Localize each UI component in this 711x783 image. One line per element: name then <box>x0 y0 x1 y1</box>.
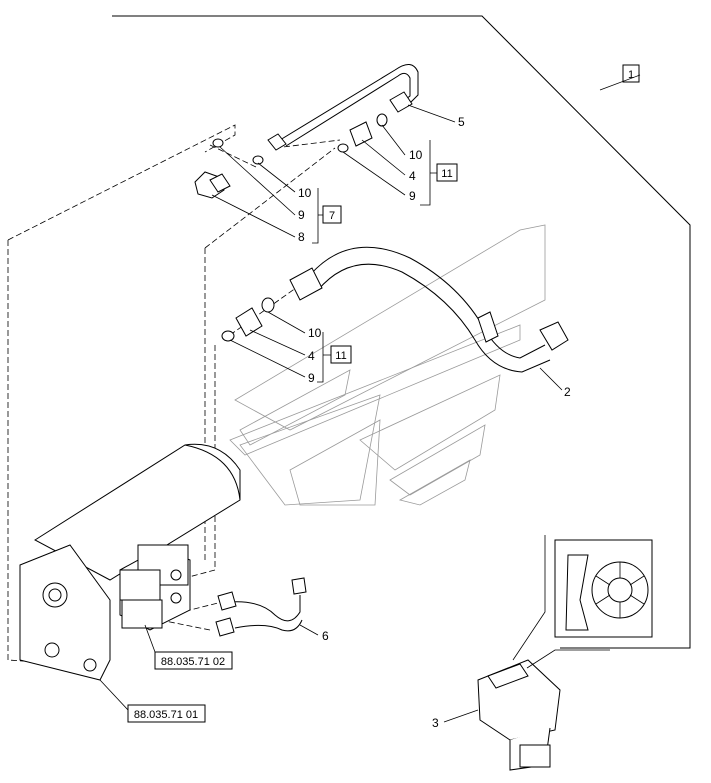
callout-5: 5 <box>458 115 465 129</box>
callout-8: 8 <box>298 230 305 244</box>
callout-box-11-mid: 11 <box>335 350 346 362</box>
callout-2: 2 <box>564 385 571 399</box>
valve-block <box>19 443 241 681</box>
callout-4-top: 4 <box>409 169 416 183</box>
background-watermark <box>229 224 546 506</box>
callout-9-left: 9 <box>298 208 305 222</box>
reference-88-035-71-01: 88.035.71 01 <box>134 709 198 721</box>
callout-4-mid: 4 <box>308 349 315 363</box>
leader-lines <box>99 74 641 723</box>
dashed-assembly-lines <box>7 124 341 666</box>
callout-box-7: 7 <box>329 210 335 222</box>
wire-harness-6 <box>215 577 307 637</box>
callout-box-1: 1 <box>628 69 634 81</box>
reference-boxes: 88.035.71 02 88.035.71 01 <box>127 651 233 723</box>
callout-10-top: 10 <box>409 148 423 162</box>
rocker-switch-3 <box>477 659 561 771</box>
callout-labels: 5 10 4 9 10 9 8 10 4 9 2 6 3 <box>298 115 571 730</box>
callout-9-mid: 9 <box>308 371 315 385</box>
callout-10-mid: 10 <box>308 326 322 340</box>
callout-3: 3 <box>432 716 439 730</box>
hose-assembly-2 <box>221 246 569 373</box>
boxed-callouts: 1 11 7 11 <box>322 64 640 364</box>
callout-box-11-top: 11 <box>441 168 452 180</box>
callout-10-left: 10 <box>298 186 312 200</box>
reference-88-035-71-02: 88.035.71 02 <box>161 656 225 668</box>
symbol-inset <box>512 535 653 669</box>
callout-6: 6 <box>322 629 329 643</box>
assembly-outline <box>112 15 691 649</box>
tube-assembly-5 <box>194 64 419 199</box>
callout-9-top: 9 <box>409 189 416 203</box>
